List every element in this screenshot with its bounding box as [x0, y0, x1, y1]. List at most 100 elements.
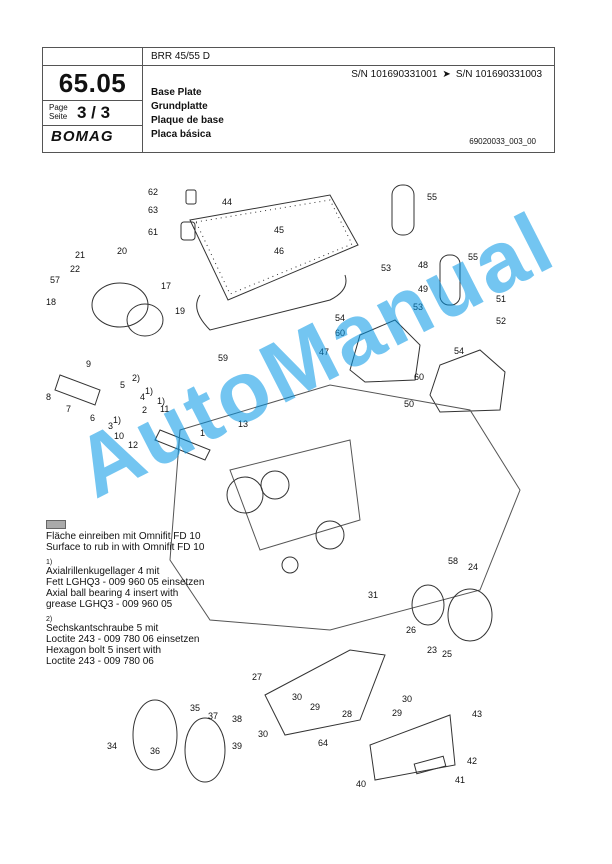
page-label: Page Seite — [49, 103, 68, 121]
callout-label: 46 — [274, 246, 285, 256]
legend-text-en: Surface to rub in with Omnifit FD 10 — [46, 542, 205, 553]
callout-label: 39 — [232, 741, 243, 751]
notes-block: Fläche einreiben mit Omnifit FD 10 Surfa… — [46, 520, 266, 667]
callout-label: 21 — [75, 250, 86, 260]
title-block: BRR 45/55 D S/N 101690331001➤S/N 1016903… — [42, 47, 555, 153]
callout-label: 19 — [175, 306, 186, 316]
footnote-line: Sechskantschraube 5 mit — [46, 623, 159, 634]
gearbox-shape — [229, 439, 361, 551]
callout-label: 9 — [86, 359, 92, 369]
guide-sleeve-shape — [439, 254, 461, 306]
callout-label: 52 — [496, 316, 507, 326]
callout-label: 29 — [392, 708, 403, 718]
callout-label: 3 — [108, 421, 114, 431]
title-es: Placa básica — [151, 129, 212, 140]
page-label-en: Page — [49, 103, 68, 112]
callout-label: 35 — [190, 703, 201, 713]
callout-label: 28 — [342, 709, 353, 719]
callout-label: 23 — [427, 645, 438, 655]
callout-label: 57 — [50, 275, 61, 285]
footnote-line: Loctite 243 - 009 780 06 — [46, 656, 154, 667]
divider — [43, 65, 142, 66]
flange-shape — [91, 282, 149, 328]
legend-swatch — [46, 520, 66, 529]
callout-label: 64 — [318, 738, 329, 748]
callout-label: 54 — [454, 346, 465, 356]
callout-label: 34 — [107, 741, 118, 751]
callout-label: 24 — [468, 562, 479, 572]
cover-plate-holes — [195, 199, 353, 295]
footnote-line: Axialrillenkugellager 4 mit — [46, 566, 160, 577]
callout-label: 30 — [402, 694, 413, 704]
footnote-marker: 1) — [145, 386, 154, 396]
gear-shape — [226, 476, 264, 514]
callout-label: 7 — [66, 404, 72, 414]
footnote-marker: 2) — [132, 373, 141, 383]
title-en: Base Plate — [151, 87, 202, 98]
bearing-cover-shape — [447, 588, 493, 642]
callout-label: 20 — [117, 246, 128, 256]
disc-shape — [132, 699, 178, 771]
divider — [43, 100, 142, 101]
callout-label: 53 — [413, 302, 424, 312]
legend-text-de: Fläche einreiben mit Omnifit FD 10 — [46, 531, 201, 542]
cover-plate-shape — [189, 194, 359, 301]
callout-label: 5 — [120, 380, 126, 390]
callout-label: 31 — [368, 590, 379, 600]
arrow-right-icon: ➤ — [442, 69, 451, 80]
footnote-line: Axial ball bearing 4 insert with — [46, 588, 179, 599]
callout-label: 22 — [70, 264, 81, 274]
disc-shape — [184, 717, 226, 783]
part-titles: Base Plate Grundplatte Plaque de base Pl… — [151, 86, 224, 142]
bearing-housing-shape — [315, 520, 345, 550]
bearing-housing-shape — [281, 556, 299, 574]
callout-label: 4 — [140, 392, 146, 402]
callout-label: 47 — [319, 347, 330, 357]
callout-label: 8 — [46, 392, 52, 402]
callout-label: 60 — [414, 372, 425, 382]
footnote-1: 1) Axialrillenkugellager 4 mit Fett LGHQ… — [46, 559, 266, 610]
spacer-shape — [180, 221, 196, 241]
callout-label: 48 — [418, 260, 429, 270]
footnote-line: grease LGHQ3 - 009 960 05 — [46, 599, 173, 610]
exploded-view-drawing: 62 63 6 1 44 55 4 5 46 21 22 20 57 17 53 4… — [0, 160, 612, 840]
footnote-marker: 1) — [157, 396, 166, 406]
callout-label: 26 — [406, 625, 417, 635]
serial-range: S/N 101690331001➤S/N 101690331003 — [351, 69, 542, 80]
guide-sleeve-shape — [391, 184, 415, 236]
callout-label: 40 — [356, 779, 367, 789]
footnote-line: Loctite 243 - 009 780 06 einsetzen — [46, 634, 200, 645]
o-ring-shape — [126, 303, 164, 337]
callout-label: 58 — [448, 556, 459, 566]
rubber-buffer-shape — [413, 755, 447, 775]
callout-label: 6 — [90, 413, 96, 423]
callout-label: 1 — [200, 428, 206, 438]
callout-label: 29 — [310, 702, 321, 712]
seal-shape — [196, 274, 347, 331]
callout-label: 17 — [161, 281, 172, 291]
callout-label: 43 — [472, 709, 483, 719]
callout-label: 49 — [418, 284, 429, 294]
shaft-shape — [154, 429, 211, 461]
callout-label: 55 — [468, 252, 479, 262]
divider — [43, 125, 142, 126]
bracket-shape — [349, 319, 421, 383]
callout-label: 53 — [381, 263, 392, 273]
footnote-marker: 1) — [113, 415, 122, 425]
serial-to: S/N 101690331003 — [455, 69, 542, 80]
o-ring-shape — [411, 584, 445, 626]
callout-label: 13 — [238, 419, 249, 429]
callout-label: 10 — [114, 431, 125, 441]
bracket-shape — [429, 349, 506, 413]
footnote-line: Hexagon bolt 5 insert with — [46, 645, 162, 656]
callout-label: 44 — [222, 197, 233, 207]
exploded-view-svg — [54, 184, 521, 783]
callout-label: 11 — [160, 404, 170, 414]
footnote-1-marker: 1) — [46, 559, 53, 566]
callout-label: 55 — [427, 192, 438, 202]
callout-label: 62 — [148, 187, 159, 197]
callout-label: 12 — [128, 440, 139, 450]
callout-label: 51 — [496, 294, 507, 304]
callout-label: 63 — [148, 205, 159, 215]
guard-cover-shape — [369, 714, 456, 781]
